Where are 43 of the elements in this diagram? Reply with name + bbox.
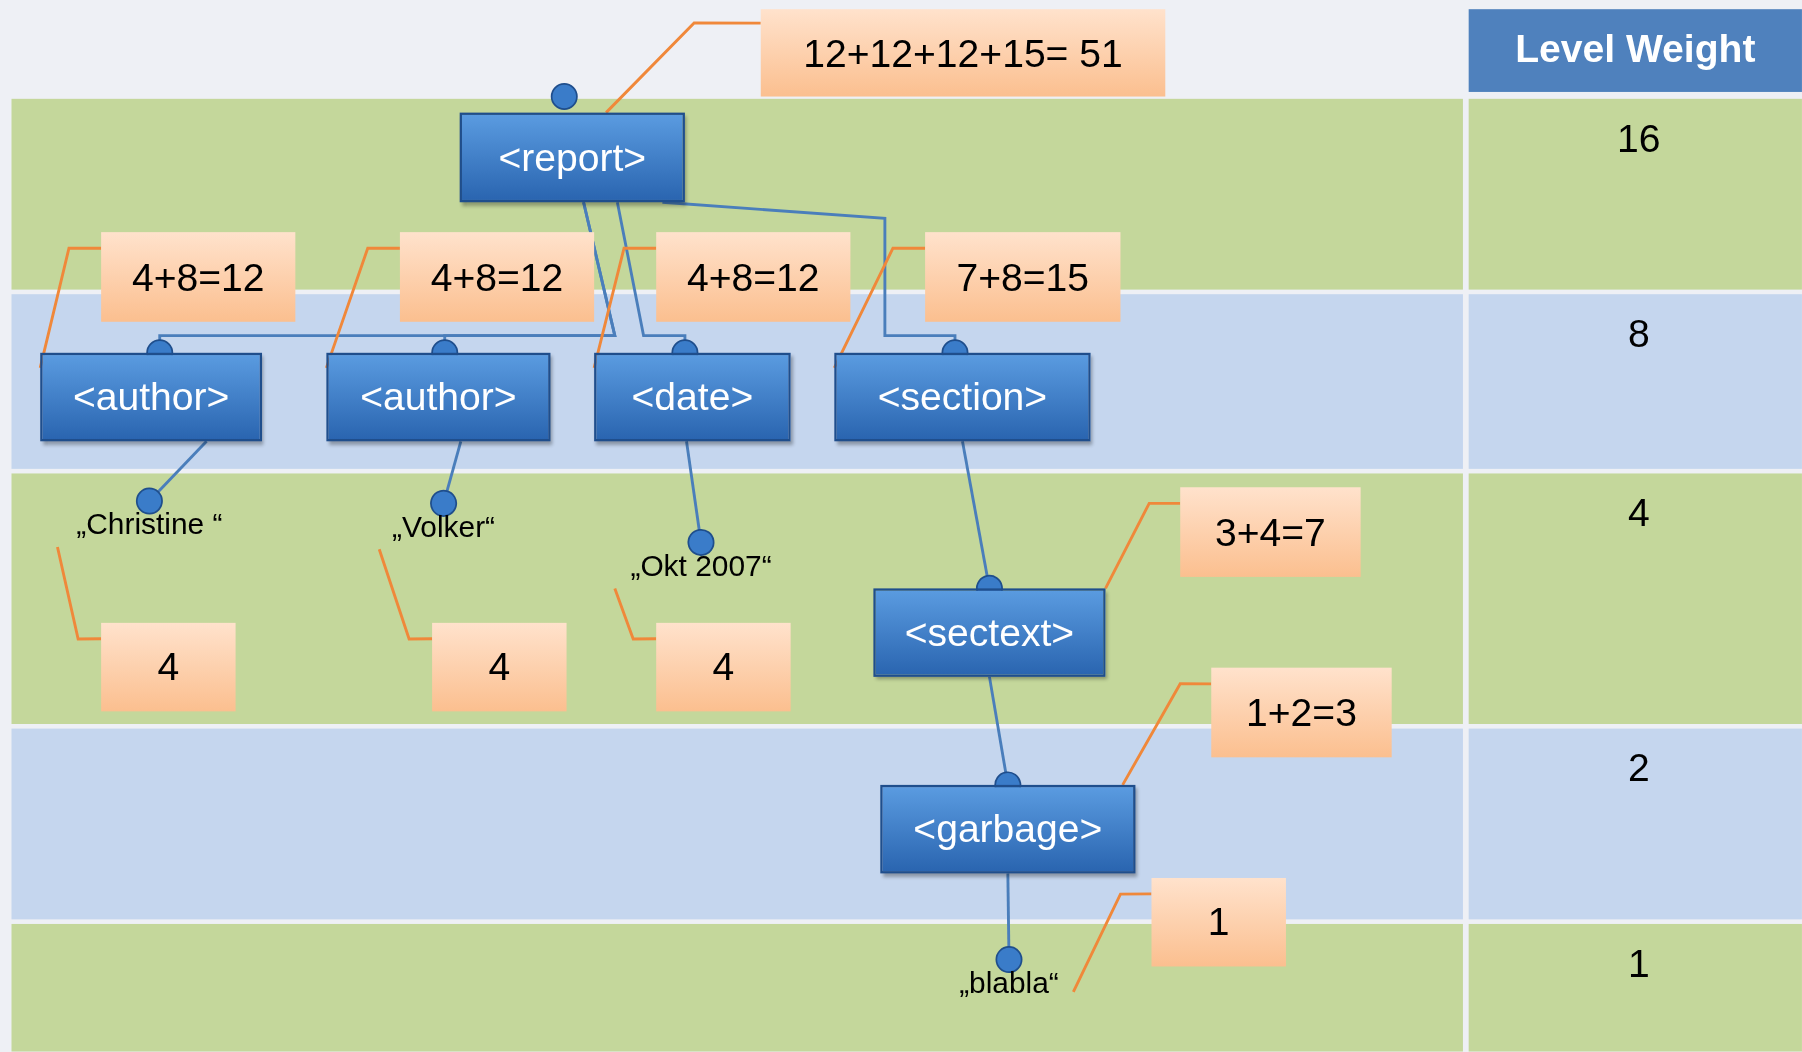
tree-connector [685,441,715,556]
level-weight: 16 [1616,115,1662,161]
table-header: Level Weight [1468,9,1802,92]
level-weight: 1 [1626,940,1651,986]
leader-line [38,246,102,369]
element-box: <section> [834,352,1091,442]
leader-line [605,21,761,114]
leader-line [613,587,657,641]
text-value: „Okt 2007“ [614,542,788,589]
element-box: <report> [459,112,685,203]
element-box: <author> [326,352,551,442]
leader-line [1104,501,1181,590]
leader-line [56,546,102,641]
weight-callout: 3+4=7 [1180,487,1361,577]
weight-callout: 4+8=12 [656,232,851,322]
element-box: <garbage> [880,784,1136,874]
element-box: <sectext> [873,588,1106,677]
leader-line [325,246,400,369]
weight-callout: 4 [656,622,791,712]
tree-connector [135,440,208,515]
level-weight: 4 [1626,489,1651,536]
tree-connector [995,873,1023,974]
leader-line [592,246,657,369]
text-value: „Christine “ [57,501,242,547]
leader-line [377,548,433,641]
weight-callout: 4 [101,622,236,712]
weight-callout: 12+12+12+15= 51 [760,9,1166,97]
weight-callout: 7+8=15 [925,232,1121,322]
weight-callout: 4 [432,622,567,712]
weight-callout: 4+8=12 [101,232,296,322]
leader-line [1072,892,1152,993]
element-box: <author> [40,352,262,442]
level-weight: 2 [1626,744,1651,791]
weight-callout: 4+8=12 [399,232,595,322]
leader-line [1121,682,1212,786]
weight-callout: 1 [1151,878,1286,967]
level-weight: 8 [1626,310,1651,357]
leader-line [833,246,926,369]
text-value: „Volker“ [379,503,508,550]
text-value: „blabla“ [944,959,1074,1006]
tree-connector [430,440,463,517]
weight-callout: 1+2=3 [1211,667,1392,758]
element-box: <date> [594,352,791,442]
